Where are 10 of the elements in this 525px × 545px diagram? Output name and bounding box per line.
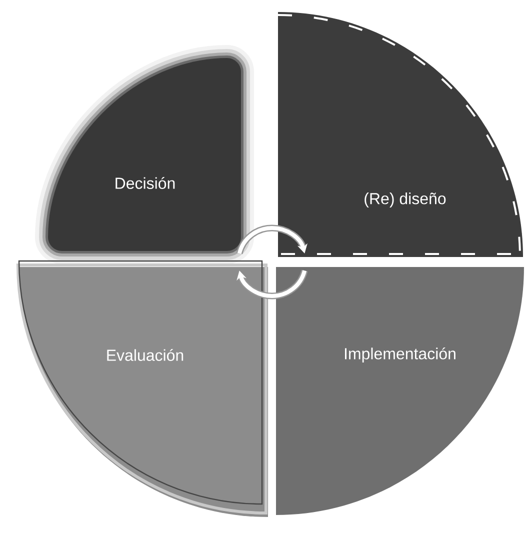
quadrant-label: Decisión (116, 177, 175, 189)
cycle-arrow (236, 270, 308, 300)
quadrant-shape (278, 12, 523, 258)
quadrant-label: Evaluación (107, 349, 184, 361)
quadrant-shape (16, 260, 268, 517)
quadrant-label: (Re) diseño (364, 192, 446, 208)
quadrant-shape (276, 267, 524, 515)
quadrant-label: Implementación (345, 347, 456, 363)
quadrant-shape (35, 45, 254, 264)
cycle-arrow (236, 224, 308, 254)
